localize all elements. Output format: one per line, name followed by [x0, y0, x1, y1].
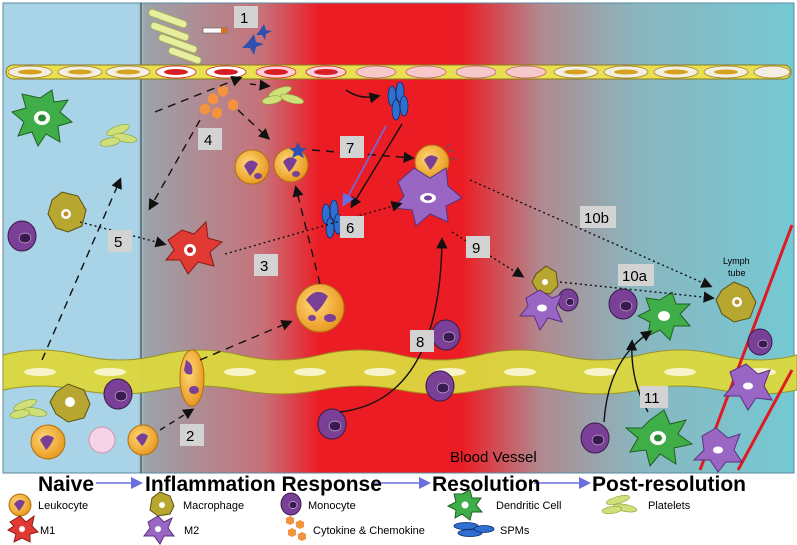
monocyte-small-right — [557, 288, 579, 312]
m2-macrophage-lymph-2 — [692, 427, 743, 473]
monocyte-vessel-4 — [580, 422, 610, 454]
leukocyte-naive — [30, 424, 66, 460]
step-8-label: 8 — [416, 334, 424, 351]
cell-pink-naive — [88, 426, 116, 454]
monocyte-vessel-2 — [425, 370, 455, 402]
m2-macrophage-center — [393, 167, 463, 227]
step-5-label: 5 — [114, 234, 122, 251]
legend-dendritic: Dendritic Cell — [496, 500, 561, 512]
m2-macrophage-icon — [143, 515, 175, 545]
legend-platelets: Platelets — [648, 500, 691, 512]
stage-resolution: Resolution — [432, 473, 541, 496]
blood-vessel-label: Blood Vessel — [450, 449, 537, 466]
spm-cluster-upper — [387, 81, 409, 121]
m1-macrophage-icon — [7, 514, 39, 543]
step-3-label: 3 — [260, 258, 268, 275]
macrophage-icon — [149, 491, 175, 517]
cytokine-cluster — [200, 85, 238, 119]
legend-spms: SPMs — [500, 525, 530, 537]
dendritic-cell-tissue — [636, 291, 692, 341]
monocyte-tissue-right — [608, 288, 638, 320]
platelets-group — [9, 86, 304, 419]
step-7-label: 7 — [346, 140, 354, 157]
dendritic-cell-vessel — [624, 409, 694, 468]
spm-cluster-lower — [321, 199, 343, 239]
step-labels — [108, 6, 668, 446]
step-2-label: 2 — [186, 428, 194, 445]
leukocyte-icon — [8, 493, 32, 517]
platelet-chain — [148, 8, 202, 65]
monocyte-naive — [7, 220, 37, 252]
macrophage-naive — [47, 191, 87, 233]
step-1-label: 1 — [240, 10, 248, 27]
monocyte-vessel-1 — [431, 319, 461, 351]
legend-m2: M2 — [184, 525, 199, 537]
step-9-label: 9 — [472, 240, 480, 257]
legend: Leukocyte Macrophage Monocyte Dendritic … — [7, 489, 691, 545]
step-10b-label: 10b — [584, 210, 609, 227]
macrophage-lymph — [715, 281, 757, 323]
lymph-tube-label-1: Lymph — [723, 256, 750, 266]
lymph-tube-label-2: tube — [728, 268, 746, 278]
monocyte-icon — [280, 492, 302, 516]
step-11-label: 11 — [644, 390, 660, 407]
stage-post-resolution: Post-resolution — [592, 473, 746, 496]
spm-icon — [453, 522, 495, 537]
leukocyte-extravasated — [295, 283, 345, 333]
top-endothelium — [5, 64, 792, 80]
monocyte-vessel-3 — [317, 408, 347, 440]
platelets-icon — [601, 495, 638, 515]
cigarette-icon — [202, 27, 228, 34]
m2-macrophage-lymph-1 — [722, 363, 773, 411]
pathway-arrows — [41, 75, 715, 431]
legend-cytokine: Cytokine & Chemokine — [313, 525, 425, 537]
step-6-label: 6 — [346, 220, 354, 237]
step-10a-label: 10a — [622, 268, 648, 285]
m1-macrophage — [164, 220, 224, 275]
legend-monocyte: Monocyte — [308, 500, 356, 512]
leukocyte-activated-2 — [273, 142, 309, 183]
legend-m1: M1 — [40, 525, 55, 537]
leukocyte-activated-1 — [234, 149, 270, 185]
spm-arrow-blue — [342, 125, 387, 207]
monocyte-lymph — [747, 328, 773, 356]
legend-leukocyte: Leukocyte — [38, 500, 88, 512]
stage-naive: Naive — [38, 473, 94, 496]
macrophage-resolution — [531, 265, 559, 295]
dendritic-cell-naive — [10, 89, 74, 148]
stage-inflammation: Inflammation Response — [145, 473, 382, 496]
cytokine-icon — [286, 516, 306, 541]
m2-macrophage-small — [518, 289, 563, 332]
leukocyte-transmigrating — [179, 349, 205, 407]
pathogen-icon — [242, 24, 272, 55]
step-4-label: 4 — [204, 132, 212, 149]
macrophage-naive-vessel — [49, 383, 91, 423]
dendritic-cell-icon — [446, 489, 484, 521]
monocyte-naive-vessel — [103, 378, 133, 410]
legend-macrophage: Macrophage — [183, 500, 244, 512]
leukocyte-rolling — [127, 424, 159, 456]
